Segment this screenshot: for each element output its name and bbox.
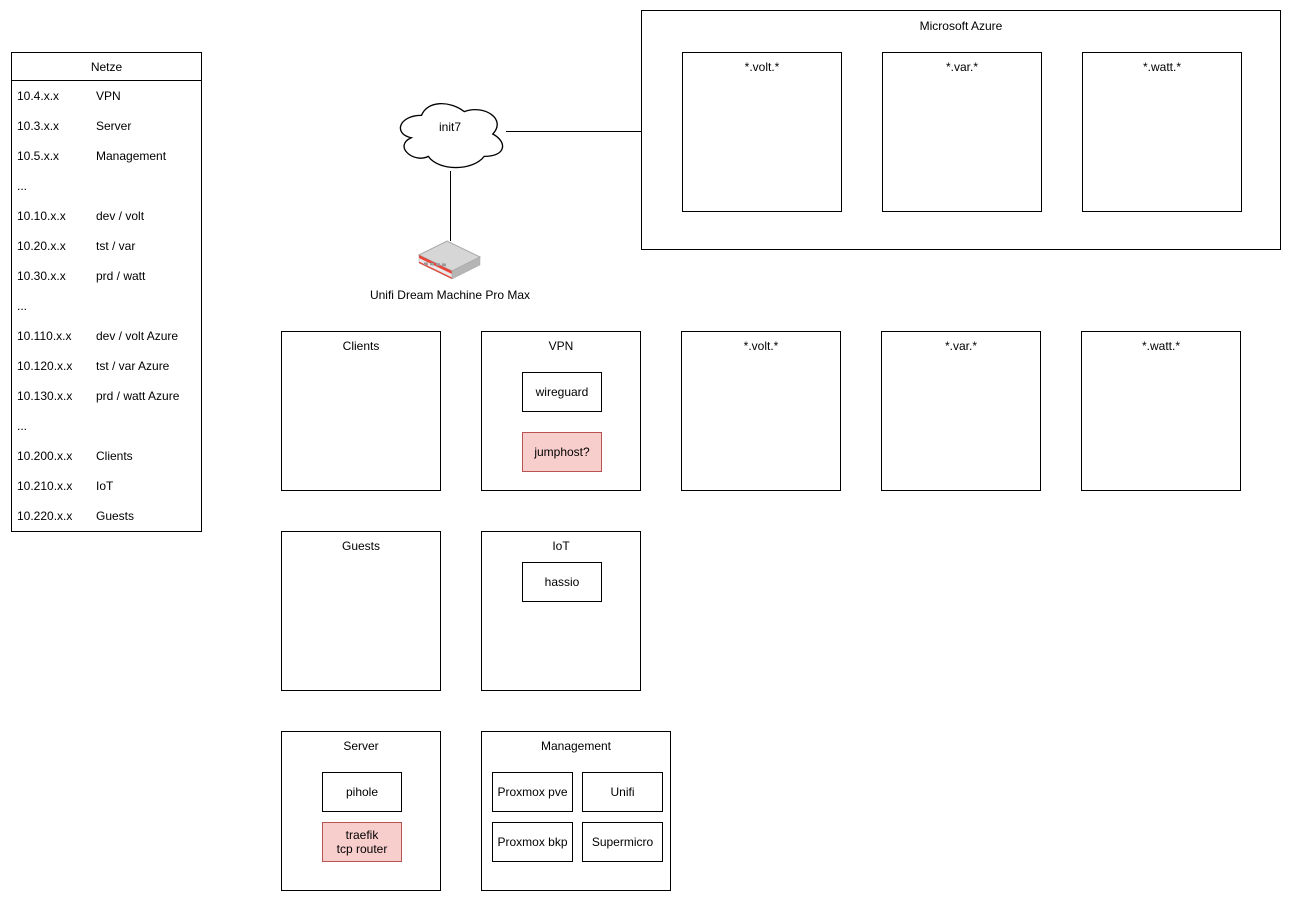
row-ip: 10.220.x.x [17,509,73,523]
table-row: 10.3.x.x Server [12,111,201,141]
row-label: dev / volt [96,209,145,223]
table-row: 10.130.x.x prd / watt Azure [12,381,201,411]
node-pihole: pihole [322,772,402,812]
node-label: Supermicro [591,835,654,849]
azure-box-var: *.var.* [882,52,1042,212]
table-row: 10.5.x.x Management [12,141,201,171]
node-label: Unifi [610,785,635,799]
node-supermicro: Supermicro [582,822,663,862]
row-label: prd / watt Azure [96,389,180,403]
node-label-line1: traefik [345,828,379,842]
table-row: 10.30.x.x prd / watt [12,261,201,291]
zone-title: Management [540,739,612,753]
netze-table-title: Netze [12,53,201,81]
row-label: Clients [96,449,133,463]
azure-box-watt: *.watt.* [1082,52,1242,212]
row-label: prd / watt [96,269,146,283]
zone-server: Server pihole traefik tcp router [281,731,441,891]
row-label: tst / var [96,239,136,253]
zone-title: Clients [342,339,380,353]
router-icon [417,239,483,281]
node-label: wireguard [535,385,589,399]
node-wireguard: wireguard [522,372,602,412]
row-ip: 10.120.x.x [17,359,73,373]
row-ip: 10.4.x.x [17,89,60,103]
row-ip: 10.10.x.x [17,209,66,223]
table-row: 10.200.x.x Clients [12,441,201,471]
node-hassio: hassio [522,562,602,602]
node-label: hassio [544,575,580,589]
azure-box-volt: *.volt.* [682,52,842,212]
connector-cloud-router [450,171,451,241]
node-label-line2: tcp router [336,842,388,856]
zone-var: *.var.* [881,331,1041,491]
cloud-icon [399,103,504,169]
row-ip: 10.5.x.x [17,149,60,163]
row-ip: ... [17,299,28,313]
row-ip: 10.110.x.x [17,329,72,343]
node-label: Proxmox pve [497,785,568,799]
row-label: tst / var Azure [96,359,170,373]
zone-iot: IoT hassio [481,531,641,691]
table-row: ... [12,291,201,321]
row-label: Server [96,119,132,133]
row-label: VPN [96,89,121,103]
row-ip: 10.130.x.x [17,389,73,403]
row-ip: 10.30.x.x [17,269,66,283]
node-label: pihole [345,785,379,799]
row-ip: 10.210.x.x [17,479,73,493]
row-ip: 10.3.x.x [17,119,60,133]
node-label: jumphost? [534,445,590,459]
node-jumphost: jumphost? [522,432,602,472]
table-row: 10.220.x.x Guests [12,501,201,531]
router-label: Unifi Dream Machine Pro Max [369,288,531,302]
node-traefik: traefik tcp router [322,822,402,862]
zone-title: VPN [548,339,574,353]
zone-title: Guests [341,539,380,553]
row-ip: ... [17,179,28,193]
table-row: ... [12,171,201,201]
node-proxmox-pve: Proxmox pve [492,772,573,812]
zone-title: *.watt.* [1141,339,1180,353]
zone-title: *.volt.* [743,339,779,353]
row-label: Management [96,149,167,163]
row-label: IoT [96,479,114,493]
table-row: 10.210.x.x IoT [12,471,201,501]
table-row: ... [12,411,201,441]
azure-title: Microsoft Azure [919,19,1003,33]
table-row: 10.120.x.x tst / var Azure [12,351,201,381]
zone-guests: Guests [281,531,441,691]
zone-volt: *.volt.* [681,331,841,491]
internet-cloud: init7 [393,96,507,172]
cloud-label: init7 [438,120,461,134]
box-title: *.var.* [945,60,978,74]
node-label: Proxmox bkp [497,835,568,849]
row-label: dev / volt Azure [96,329,179,343]
azure-group: Microsoft Azure *.volt.* *.var.* *.watt.… [641,10,1281,250]
table-row: 10.4.x.x VPN [12,81,201,111]
table-row: 10.110.x.x dev / volt Azure [12,321,201,351]
netze-table: Netze 10.4.x.x VPN 10.3.x.x Server 10.5.… [11,52,202,532]
zone-management: Management Proxmox pve Unifi Proxmox bkp… [481,731,671,891]
zone-clients: Clients [281,331,441,491]
row-label: Guests [96,509,135,523]
zone-title: IoT [552,539,570,553]
router-icon-graphic [417,240,482,280]
box-title: *.volt.* [744,60,780,74]
table-row: 10.10.x.x dev / volt [12,201,201,231]
connector-cloud-azure [506,131,641,132]
box-title: *.watt.* [1142,60,1181,74]
row-ip: 10.20.x.x [17,239,66,253]
zone-title: Server [343,739,379,753]
node-unifi: Unifi [582,772,663,812]
table-row: 10.20.x.x tst / var [12,231,201,261]
row-ip: ... [17,419,28,433]
zone-title: *.var.* [944,339,977,353]
zone-watt: *.watt.* [1081,331,1241,491]
row-ip: 10.200.x.x [17,449,73,463]
node-proxmox-bkp: Proxmox bkp [492,822,573,862]
zone-vpn: VPN wireguard jumphost? [481,331,641,491]
